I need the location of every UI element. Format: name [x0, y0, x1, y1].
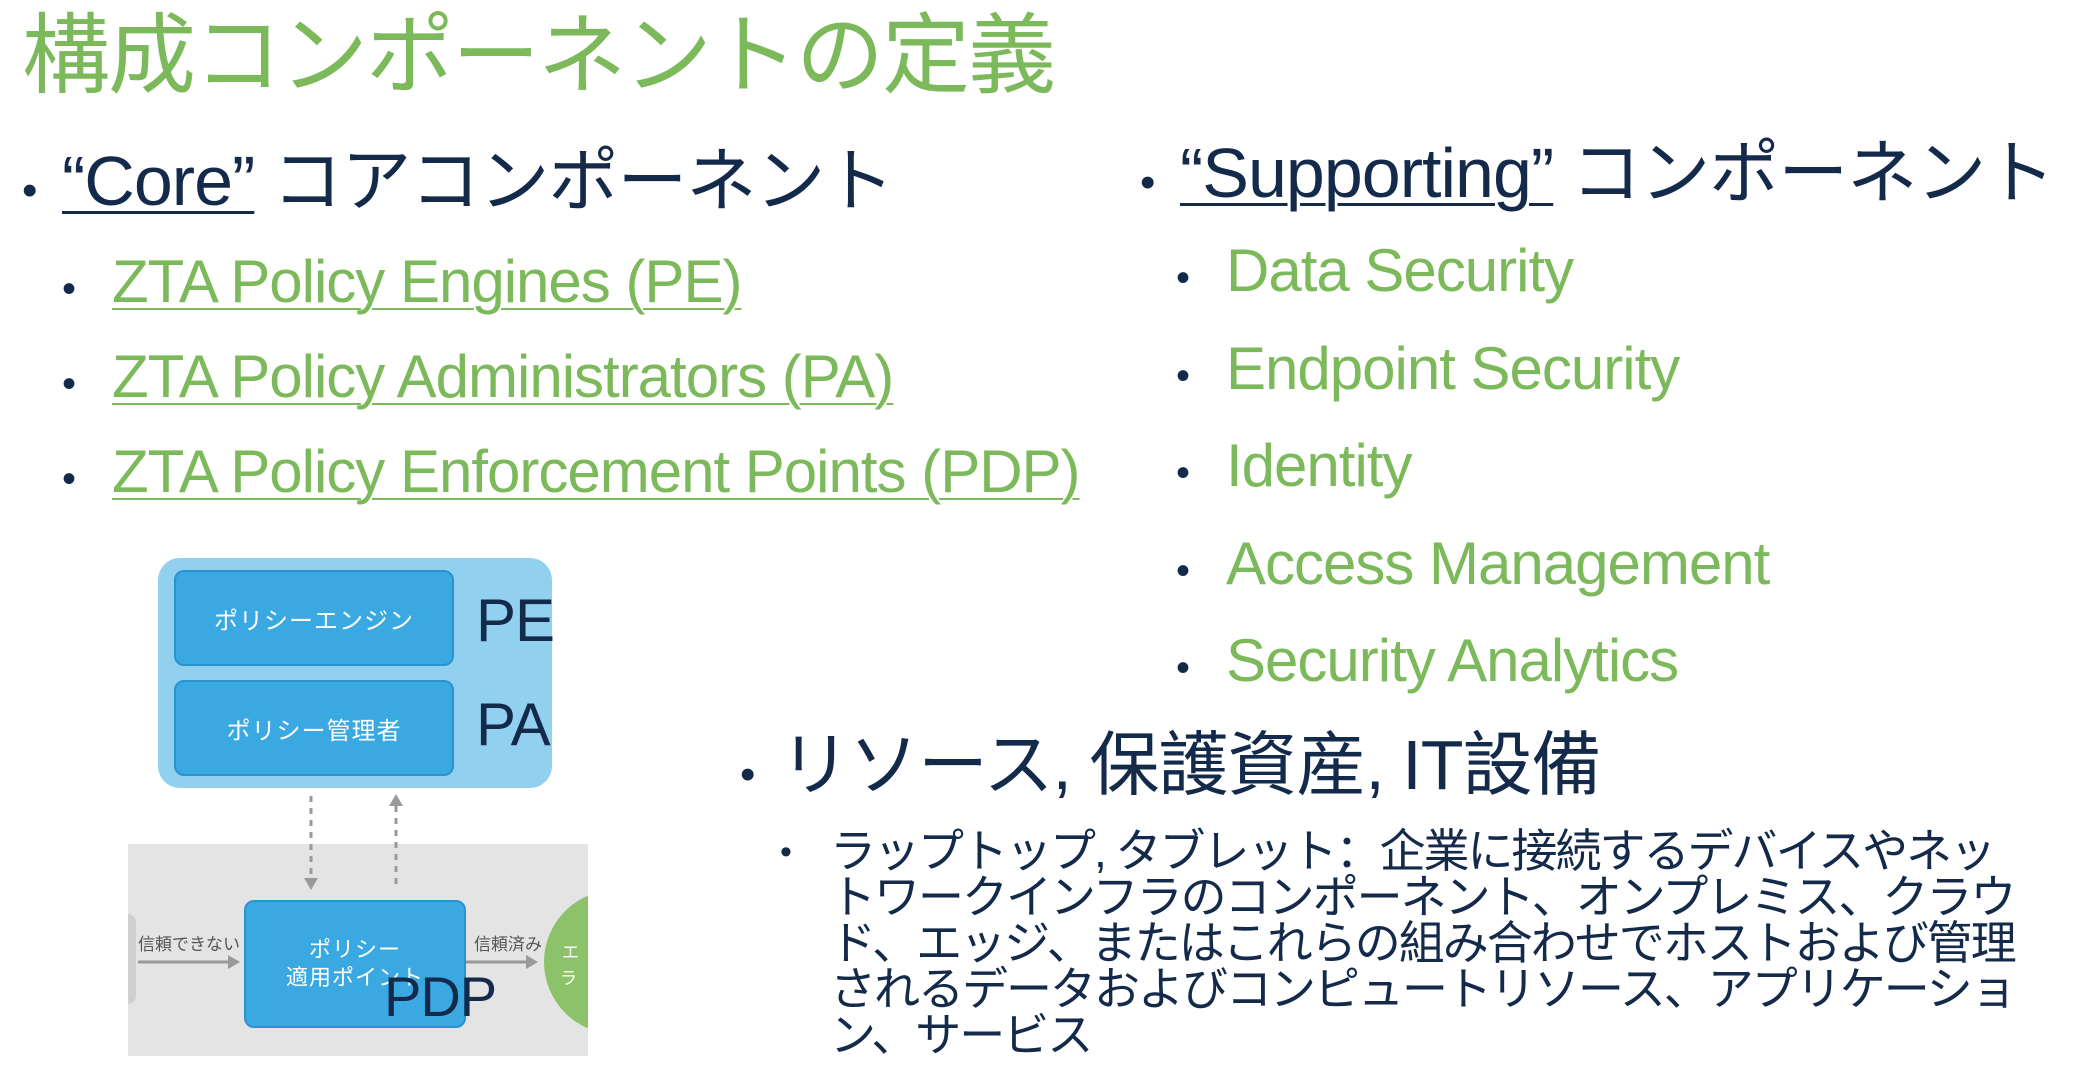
core-item-pa-link[interactable]: ZTA Policy Administrators (PA) — [112, 343, 894, 410]
resources-heading-text: リソース, 保護資産, IT設備 — [780, 726, 1601, 804]
policy-admin-box: ポリシー管理者 — [174, 680, 454, 776]
resources-description: ラップトップ, タブレット：企業に接続するデバイスやネットワークインフラのコンポ… — [830, 825, 2017, 1061]
list-item: • Identity — [1176, 421, 2054, 519]
supporting-item: Security Analytics — [1226, 627, 1679, 694]
pe-label: PE — [476, 587, 555, 654]
list-item: • Security Analytics — [1176, 616, 2054, 714]
list-item: • Endpoint Security — [1176, 324, 2054, 422]
untrusted-label: 信頼できない — [138, 935, 240, 954]
down-arrow-head — [304, 878, 318, 890]
supporting-heading: • “Supporting” コンポーネント — [1140, 130, 2055, 226]
bullet: • — [1176, 548, 1190, 593]
list-item: • Access Management — [1176, 519, 2054, 617]
list-item: • ラップトップ, タブレット：企業に接続するデバイスやネットワークインフラのコ… — [780, 828, 2030, 1058]
resource-partial-text-1: エ — [562, 943, 579, 962]
list-item[interactable]: • ZTA Policy Engines (PE) — [62, 238, 1080, 333]
core-item-pdp-link[interactable]: ZTA Policy Enforcement Points (PDP) — [112, 438, 1081, 505]
list-item[interactable]: • ZTA Policy Enforcement Points (PDP) — [62, 428, 1081, 523]
zta-diagram: ポリシーエンジン PE ポリシー管理者 PA ポリシー 適用ポイント PDP 信… — [128, 544, 588, 1056]
bullet: • — [62, 267, 76, 311]
bullet: • — [62, 362, 76, 406]
resource-partial-text-2: ラ — [560, 969, 577, 988]
list-item[interactable]: • ZTA Policy Administrators (PA) — [62, 333, 1080, 428]
pep-line1: ポリシー — [308, 937, 401, 962]
supporting-item: Endpoint Security — [1226, 334, 1680, 402]
supporting-term: “Supporting” — [1180, 134, 1554, 212]
bullet: • — [22, 166, 37, 215]
pa-label: PA — [476, 691, 551, 758]
subject-box-partial — [128, 914, 136, 1004]
bullet: • — [1140, 158, 1155, 207]
bullet: • — [62, 457, 76, 501]
core-list: • ZTA Policy Engines (PE) • ZTA Policy A… — [62, 238, 1081, 523]
up-arrow-head — [389, 794, 403, 806]
bullet: • — [1176, 646, 1190, 690]
bullet: • — [1176, 451, 1190, 495]
left-flow-head — [228, 955, 240, 969]
resource-circle — [544, 895, 588, 1029]
right-flow-head — [526, 955, 538, 969]
pdp-label: PDP — [384, 965, 497, 1028]
core-heading: • “Core” コアコンポーネント — [22, 138, 1080, 234]
supporting-label: コンポーネント — [1571, 134, 2055, 212]
bullet: • — [1176, 256, 1190, 300]
core-item-pe-link[interactable]: ZTA Policy Engines (PE) — [112, 248, 742, 315]
trusted-label: 信頼済み — [474, 935, 542, 954]
supporting-item: Identity — [1226, 432, 1412, 499]
policy-engine-box: ポリシーエンジン — [174, 570, 454, 666]
page-title: 構成コンポーネントの定義 — [22, 6, 1056, 105]
resources-heading: • リソース, 保護資産, IT設備 — [740, 722, 2030, 818]
resources-section: • リソース, 保護資産, IT設備 • ラップトップ, タブレット：企業に接続… — [740, 722, 2030, 1058]
pep-line2: 適用ポイント — [285, 965, 424, 990]
bullet: • — [780, 833, 792, 871]
bullet: • — [740, 750, 755, 799]
bullet: • — [1176, 353, 1190, 398]
supporting-item: Data Security — [1226, 237, 1574, 304]
core-label: コアコンポーネント — [272, 142, 894, 220]
supporting-item: Access Management — [1226, 529, 1770, 597]
diagram-arrows — [128, 794, 588, 1029]
core-components-section: • “Core” コアコンポーネント • ZTA Policy Engines … — [22, 138, 1081, 523]
supporting-components-section: • “Supporting” コンポーネント • Data Security •… — [1140, 130, 2055, 714]
policy-enforcement-box: ポリシー 適用ポイント — [244, 900, 466, 1028]
core-term: “Core” — [62, 142, 255, 220]
list-item: • Data Security — [1176, 226, 2054, 324]
supporting-list: • Data Security • Endpoint Security • Id… — [1176, 226, 2054, 714]
